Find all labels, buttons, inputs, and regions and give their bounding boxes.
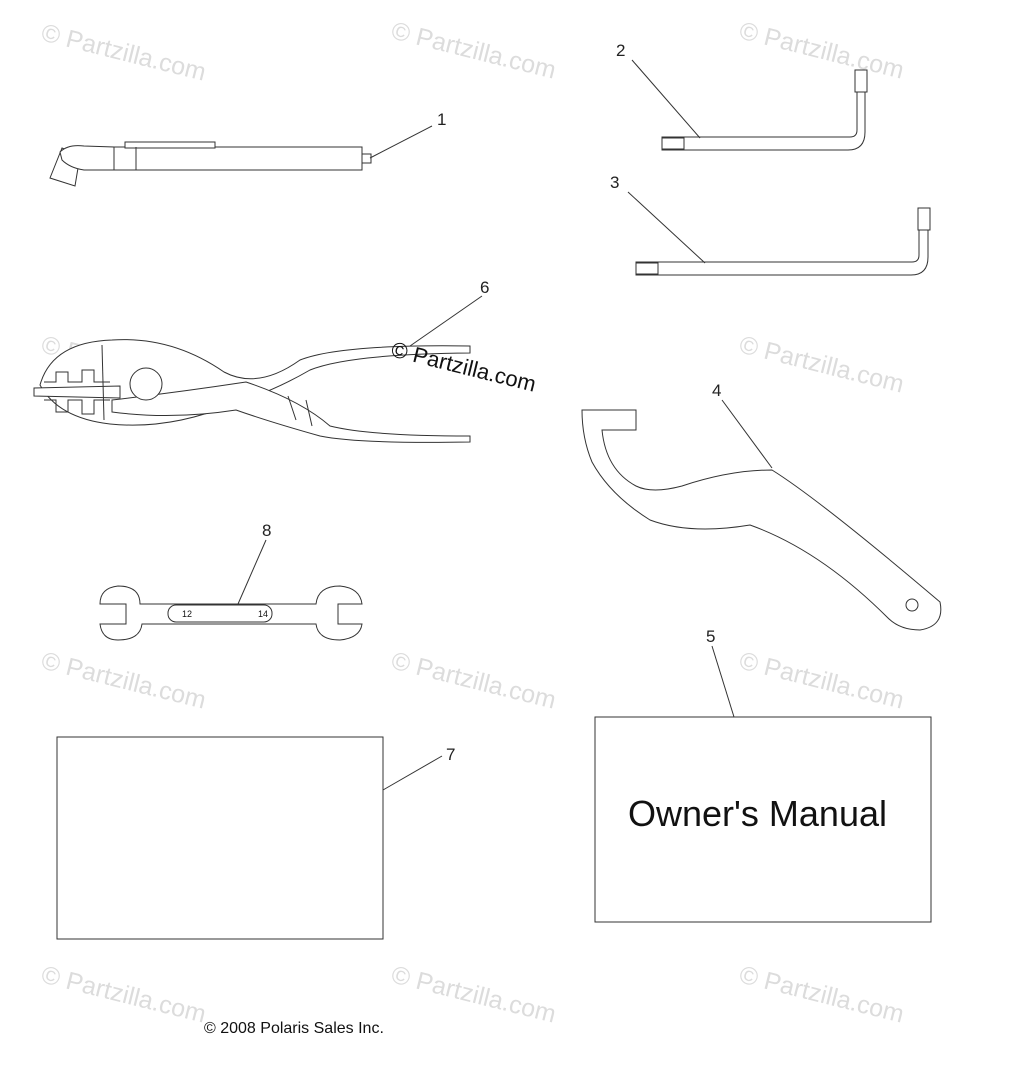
callout-5: 5 (706, 627, 715, 646)
wrench-size-12: 12 (182, 609, 192, 619)
hex-key-long-part (635, 207, 931, 276)
callout-2: 2 (616, 41, 625, 60)
owners-manual-part (594, 716, 932, 923)
watermark: © Partzilla.com (39, 961, 209, 1029)
hex-key-short-part (661, 69, 868, 151)
watermark: © Partzilla.com (737, 647, 907, 715)
wrench-size-14: 14 (258, 609, 268, 619)
pliers-part (33, 339, 471, 443)
callout-1: 1 (437, 110, 446, 129)
watermark: © Partzilla.com (737, 17, 907, 85)
spanner-wrench-part (581, 409, 942, 631)
copyright-notice: © 2008 Polaris Sales Inc. (204, 1020, 384, 1037)
watermark: © Partzilla.com (389, 17, 559, 85)
callout-3: 3 (610, 173, 619, 192)
watermark: © Partzilla.com (737, 961, 907, 1029)
blank-card-part (56, 736, 384, 940)
callout-7: 7 (446, 745, 455, 764)
watermark: © Partzilla.com (389, 961, 559, 1029)
callout-8: 8 (262, 521, 271, 540)
manual-title: Owner's Manual (628, 793, 887, 834)
open-end-wrench-part: 12 14 (99, 585, 363, 641)
tire-gauge-part (49, 141, 372, 187)
watermark: © Partzilla.com (39, 19, 209, 87)
watermark: © Partzilla.com (389, 647, 559, 715)
callout-4: 4 (712, 381, 721, 400)
watermark: © Partzilla.com (39, 647, 209, 715)
watermark: © Partzilla.com (737, 331, 907, 399)
callout-6: 6 (480, 278, 489, 297)
